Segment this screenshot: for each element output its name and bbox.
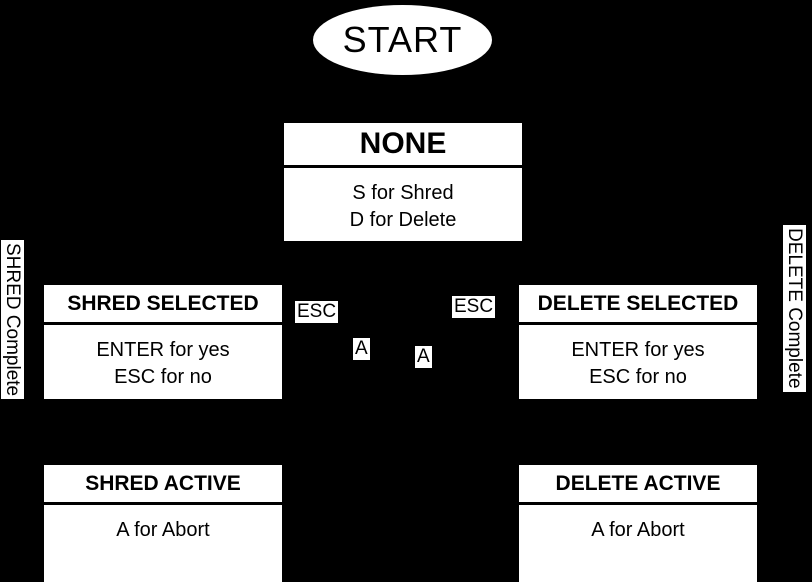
- start-label: START: [342, 19, 463, 60]
- connector-none-to-shred-selected: [162, 241, 164, 285]
- edge-label-delete-complete: DELETE Complete: [783, 225, 806, 392]
- state-body-line: ENTER for yes: [571, 339, 705, 361]
- connector-shred-selected-to-active: [162, 399, 164, 465]
- state-body-none: S for Shred D for Delete: [284, 168, 522, 241]
- state-box-delete-selected[interactable]: DELETE SELECTED ENTER for yes ESC for no: [519, 285, 757, 399]
- state-body-shred-selected: ENTER for yes ESC for no: [44, 325, 282, 399]
- state-title-delete-selected: DELETE SELECTED: [519, 285, 757, 325]
- edge-label-abort-left: A: [353, 338, 370, 360]
- state-body-delete-selected: ENTER for yes ESC for no: [519, 325, 757, 399]
- state-title-delete-active: DELETE ACTIVE: [519, 465, 757, 505]
- state-body-line: A for Abort: [591, 519, 685, 541]
- state-title-shred-active: SHRED ACTIVE: [44, 465, 282, 505]
- state-body-line: A for Abort: [116, 519, 210, 541]
- state-box-shred-selected[interactable]: SHRED SELECTED ENTER for yes ESC for no: [44, 285, 282, 399]
- connector-delete-selected-to-active: [637, 399, 639, 465]
- state-box-shred-active[interactable]: SHRED ACTIVE A for Abort: [44, 465, 282, 582]
- state-box-delete-active[interactable]: DELETE ACTIVE A for Abort: [519, 465, 757, 582]
- state-body-line: ESC for no: [589, 366, 687, 388]
- state-body-line: ENTER for yes: [96, 339, 230, 361]
- edge-label-esc-right: ESC: [452, 296, 496, 318]
- start-node[interactable]: START: [313, 5, 492, 75]
- state-body-line: D for Delete: [349, 209, 457, 231]
- state-title-shred-selected: SHRED SELECTED: [44, 285, 282, 325]
- connector-none-to-delete-selected: [637, 241, 639, 285]
- connector-start-to-none: [401, 75, 403, 123]
- state-box-none[interactable]: NONE S for Shred D for Delete: [284, 123, 522, 241]
- edge-label-abort-right: A: [415, 346, 432, 368]
- state-body-delete-active: A for Abort: [519, 505, 757, 582]
- state-title-none: NONE: [284, 123, 522, 168]
- edge-label-shred-complete: SHRED Complete: [1, 240, 24, 400]
- state-body-shred-active: A for Abort: [44, 505, 282, 582]
- state-body-line: S for Shred: [352, 182, 454, 204]
- edge-label-esc-left: ESC: [295, 301, 339, 323]
- state-body-line: ESC for no: [114, 366, 212, 388]
